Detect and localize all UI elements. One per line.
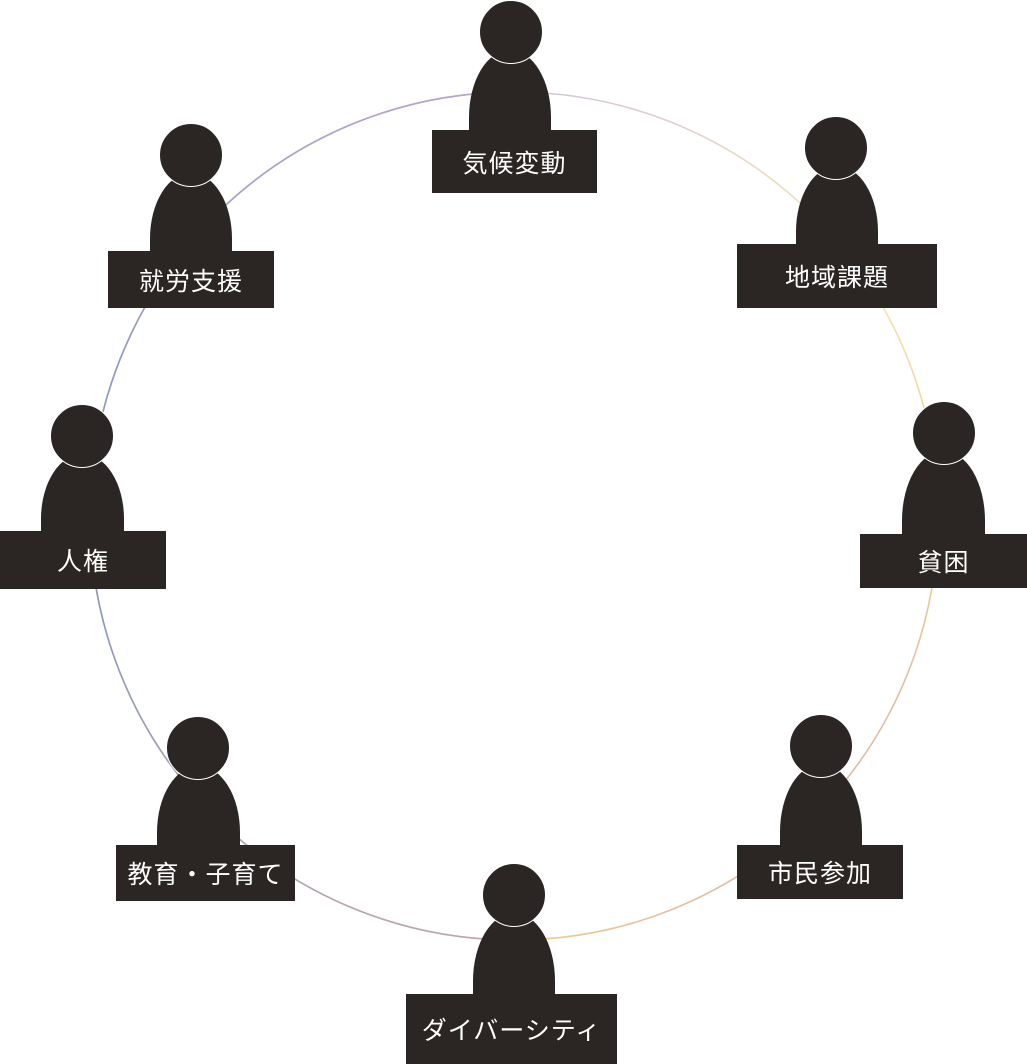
participant-label: 気候変動 [432,130,597,193]
person-head-icon [479,0,543,64]
participant-label: 人権 [0,531,166,589]
person-head-icon [804,116,868,180]
person-head-icon [912,401,976,465]
participant-label: 就労支援 [108,251,274,308]
person-head-icon [159,123,223,187]
person-head-icon [50,404,114,468]
person-head-icon [166,716,230,780]
participant-label: 貧困 [860,534,1027,588]
person-head-icon [482,863,546,927]
participant-label: 教育・子育て [116,845,295,901]
participant-label: ダイバーシティ [406,994,617,1064]
person-head-icon [789,714,853,778]
participant-label: 地域課題 [737,244,937,308]
participant-label: 市民参加 [737,845,903,899]
